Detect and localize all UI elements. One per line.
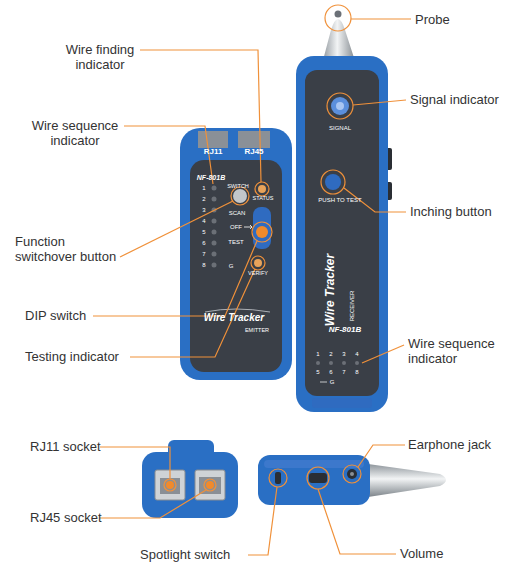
panel-marking: 6: [202, 240, 205, 246]
emitter-top-view: [142, 440, 238, 518]
emitter-body: [180, 128, 292, 380]
panel-marking: SWITCH: [227, 184, 249, 190]
part-label: Wire sequence indicator: [408, 336, 508, 366]
part-label: RJ11 socket: [30, 439, 130, 454]
panel-marking: 4: [355, 351, 358, 357]
part-label: Earphone jack: [408, 437, 528, 452]
part-label: Probe: [415, 12, 495, 27]
panel-marking: OFF: [230, 224, 242, 230]
panel-marking: 7: [342, 369, 345, 375]
panel-marking: NF-801B: [329, 326, 361, 334]
part-label: Function switchover button: [15, 234, 123, 264]
panel-marking: 8: [202, 262, 205, 268]
part-label: Signal indicator: [410, 92, 530, 107]
panel-marking: RJ45: [244, 148, 263, 156]
panel-marking: G: [229, 263, 234, 269]
panel-marking: 7: [202, 251, 205, 257]
panel-marking: VERIFY: [248, 271, 268, 277]
part-label: Spotlight switch: [140, 547, 250, 562]
panel-marking: Wire Tracker: [324, 254, 336, 326]
receiver-body: [296, 11, 392, 413]
panel-marking: RJ11: [204, 148, 223, 156]
device-panel: RJ11 RJ45NF-801BSWITCH STATUS 1 2 3 4 5 6 7 8 SCAN O…: [178, 125, 294, 383]
panel-marking: RECEIVER: [349, 291, 355, 322]
panel-marking: 4: [202, 218, 205, 224]
part-label: Wire sequence indicator: [25, 118, 125, 148]
panel-marking: 5: [316, 369, 319, 375]
device-panel: SIGNAL PUSH TO TEST Wire TrackerRECEIVER NF…: [293, 2, 393, 414]
leader-lines: [93, 5, 411, 555]
part-label: Wire finding indicator: [45, 42, 155, 72]
part-label: RJ45 socket: [30, 510, 130, 525]
panel-marking: 2: [329, 351, 332, 357]
panel-marking: Wire Tracker: [204, 313, 264, 323]
panel-marking: 8: [355, 369, 358, 375]
panel-marking: SIGNAL: [329, 125, 351, 131]
part-label: Volume: [400, 546, 500, 561]
panel-marking: G: [330, 379, 335, 385]
panel-marking: TEST: [228, 239, 243, 245]
panel-marking: SCAN: [229, 210, 246, 216]
part-label: Testing indicator: [25, 349, 145, 364]
panel-marking: 1: [316, 351, 319, 357]
panel-marking: STATUS: [253, 196, 274, 202]
receiver-side-view: [258, 455, 446, 505]
panel-marking: NF-801B: [197, 174, 225, 181]
part-label: DIP switch: [25, 308, 125, 323]
panel-marking: 3: [202, 207, 205, 213]
panel-marking: 6: [329, 369, 332, 375]
panel-marking: 3: [342, 351, 345, 357]
panel-marking: PUSH TO TEST: [318, 197, 361, 203]
panel-marking: 2: [202, 196, 205, 202]
panel-marking: 1: [202, 185, 205, 191]
panel-marking: EMITTER: [245, 328, 269, 334]
panel-marking: 5: [202, 229, 205, 235]
part-label: Inching button: [410, 204, 530, 219]
